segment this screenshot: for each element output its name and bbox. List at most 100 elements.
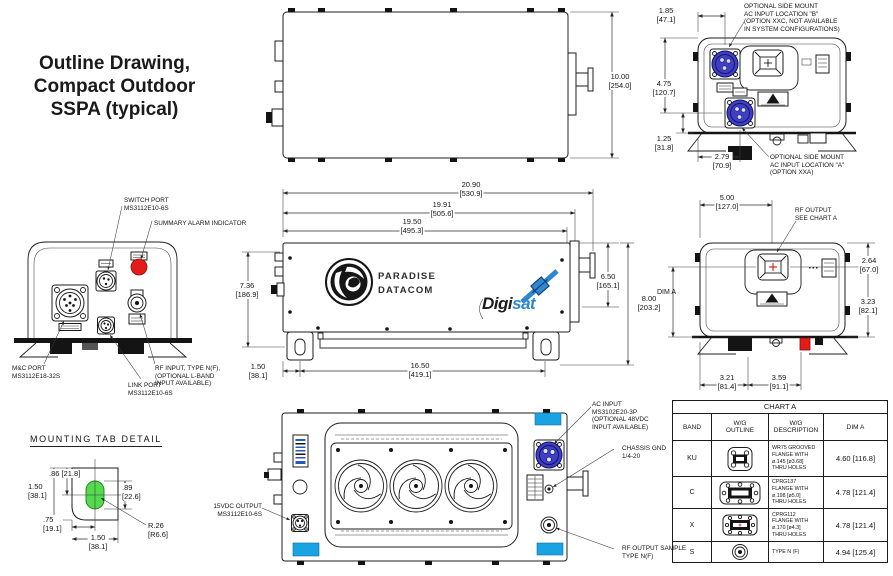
- dim-3-59: 3.59 [91.1]: [768, 373, 790, 391]
- chart-a-dim-ku: 4.60 [116.8]: [824, 441, 887, 477]
- dim-2-64: 2.64 [67.0]: [858, 256, 880, 274]
- rf-input-connector-icon: [127, 289, 147, 325]
- dim-7-36: 7.36 [186.9]: [234, 281, 260, 299]
- chart-a-header-dim-a: DIM A: [824, 414, 887, 441]
- mounting-tab-detail-title: MOUNTING TAB DETAIL: [30, 434, 162, 447]
- dim-1-25: 1.25 [31.8]: [653, 134, 675, 152]
- callout-link-port: LINK PORT MS3112E10-6S: [128, 382, 173, 397]
- red-connector-icon: [799, 337, 811, 351]
- dim-0-89: .89 [22.6]: [121, 483, 142, 501]
- waveguide-flange-icon: [752, 49, 784, 77]
- corner-pad-icon: [534, 412, 562, 426]
- chart-a-band-x: X: [673, 509, 712, 542]
- digisat-logo-digi: Digi: [482, 294, 513, 313]
- dim-0-75: .75 [19.1]: [42, 515, 63, 533]
- chart-a-outline-s: [712, 542, 769, 562]
- chart-a-band-ku: KU: [673, 441, 712, 477]
- callout-rf-input: RF INPUT, TYPE N(F), (OPTIONAL L-BAND IN…: [155, 365, 221, 388]
- warning-triangle-icon: [757, 91, 789, 107]
- chassis-ground-screw-icon: [544, 484, 554, 494]
- dim-5-00: 5.00 [127.0]: [714, 193, 740, 211]
- ac-input-connector-a-icon: [724, 97, 756, 129]
- mc-port-connector-icon: [51, 284, 89, 331]
- switch-port-connector-icon: [95, 259, 117, 292]
- cprg137-flange-icon: [719, 481, 761, 504]
- dim-16-50: 16.50 [419.1]: [407, 361, 433, 379]
- rf-output-waveguide-flange-icon: [757, 253, 789, 281]
- callout-mc-port: M&C PORT MS3112E18-32S: [12, 365, 61, 380]
- dim-2-79: 2.79 [70.9]: [711, 152, 733, 170]
- fan-icon: [444, 459, 498, 513]
- dim-1-50-bottom: 1.50 [38.1]: [87, 533, 109, 551]
- digisat-satellite-icon: [520, 269, 559, 304]
- callout-ac-location-b: OPTIONAL SIDE MOUNT AC INPUT LOCATION "B…: [744, 3, 840, 34]
- callout-chassis-gnd: CHASSIS GND 1/4-20: [622, 445, 667, 460]
- summary-alarm-indicator-icon: [130, 251, 148, 276]
- chart-a-desc-x: CPRG112 FLANGE WITH ø.170 [ø4.3] THRU HO…: [769, 509, 824, 542]
- chassis-tabs-icon: [288, 8, 565, 162]
- page-title: Outline Drawing, Compact Outdoor SSPA (t…: [33, 53, 196, 121]
- dim-height-10: 10.00 [254.0]: [607, 72, 633, 90]
- dim-8-00: 8.00 [203.2]: [636, 294, 662, 312]
- chart-a-desc-s: TYPE N (F): [769, 542, 824, 562]
- paradise-globe-logo-icon: [325, 258, 373, 306]
- chart-a-title: CHART A: [673, 401, 887, 414]
- chart-a-outline-c: [712, 477, 769, 509]
- corner-pad-icon: [292, 542, 320, 557]
- dim-19-50: 19.50 [495.3]: [399, 217, 425, 235]
- rear-ac-view-drawing: [660, 12, 857, 162]
- top-view-drawing: [266, 8, 619, 162]
- digisat-logo-text: Digisat: [482, 294, 536, 313]
- dim-1-50: 1.50 [38.1]: [247, 362, 269, 380]
- warning-triangle-icon: [756, 291, 788, 307]
- chart-a-dim-c: 4.78 [121.4]: [824, 477, 887, 509]
- wr75-flange-icon: [727, 446, 753, 471]
- vent-grid-icon: [526, 474, 544, 501]
- chart-a-header-outline: W/G OUTLINE: [712, 414, 769, 441]
- rf-sample-connector-icon: [540, 516, 558, 534]
- callout-ac-location-a: OPTIONAL SIDE MOUNT AC INPUT LOCATION "A…: [770, 154, 845, 177]
- digisat-logo-sat: sat: [512, 294, 536, 313]
- type-n-connector-icon: [732, 544, 748, 560]
- dim-20-90: 20.90 [530.9]: [458, 180, 484, 198]
- ac-input-connector-b-icon: [709, 48, 741, 80]
- bottom-view-drawing: [261, 406, 615, 565]
- chart-a-header-band: BAND: [673, 414, 712, 441]
- dim-1-50-left: 1.50 [38.1]: [27, 482, 48, 500]
- chart-a-outline-x: [712, 509, 769, 542]
- chart-a-band-c: C: [673, 477, 712, 509]
- dim-6-50: 6.50 [165.1]: [595, 272, 621, 290]
- dim-a-label: DIM A: [657, 289, 677, 296]
- callout-summary-alarm: SUMMARY ALARM INDICATOR: [154, 220, 247, 227]
- dim-3-23: 3.23 [82.1]: [857, 297, 879, 315]
- mounting-tab-detail-drawing: [50, 459, 147, 543]
- callout-rf-sample: RF OUTPUT SAMPLE TYPE N(F): [622, 545, 687, 560]
- fan-icon: [334, 459, 388, 513]
- chart-a-desc-c: CPRG137 FLANGE WITH ø.198 [ø5.0] THRU HO…: [769, 477, 824, 509]
- callout-rf-output: RF OUTPUT SEE CHART A: [795, 207, 838, 222]
- dim-0-86: .86 [21.8]: [48, 469, 82, 478]
- dim-1-85: 1.85 [47.1]: [655, 6, 677, 24]
- callout-ac-input: AC INPUT MS3102E20-3P (OPTIONAL 48VDC IN…: [592, 401, 649, 432]
- cprg112-flange-icon: [722, 514, 758, 536]
- chart-a-band-s: S: [673, 542, 712, 562]
- dim-r-26: R.26 [R6.6]: [148, 521, 169, 539]
- callout-switch-port: SWITCH PORT MS3112E10-6S: [124, 197, 169, 212]
- chart-a-dim-s: 4.94 [125.4]: [835, 547, 876, 557]
- callout-15vdc-output: 15VDC OUTPUT MS3112E10-6S: [213, 503, 262, 518]
- chart-a-dim-x: 4.78 [121.4]: [824, 509, 887, 542]
- ac-input-connector-icon: [533, 439, 565, 471]
- fan-icon: [389, 459, 443, 513]
- link-port-connector-icon: [97, 316, 115, 335]
- dim-4-75: 4.75 [120.7]: [651, 79, 677, 97]
- paradise-datacom-logo-text: PARADISE DATACOM: [378, 271, 436, 296]
- chart-a-header-description: W/G DESCRIPTION: [769, 414, 824, 441]
- chassis-tabs-icon: [297, 409, 550, 565]
- chart-a-outline-ku: [712, 441, 769, 477]
- front-view-drawing: [14, 205, 192, 380]
- dc-output-connector-icon: [291, 514, 309, 532]
- rear-rf-view-drawing: [668, 200, 875, 390]
- chart-a-table: CHART A BAND W/G OUTLINE W/G DESCRIPTION…: [672, 400, 888, 563]
- dim-19-91: 19.91 [505.6]: [429, 200, 455, 218]
